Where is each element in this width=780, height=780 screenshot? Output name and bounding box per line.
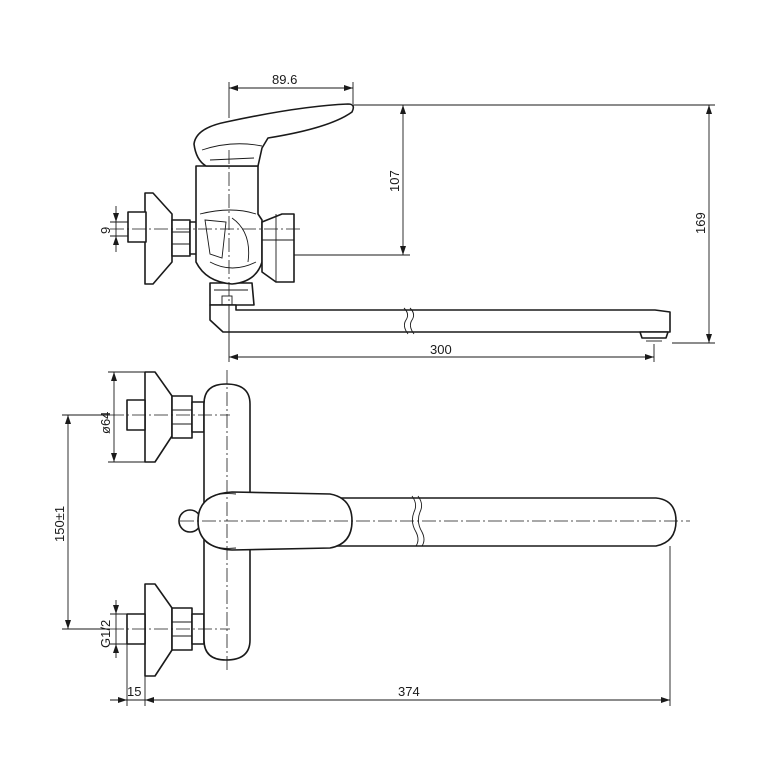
nut-upper [171,395,193,439]
lever-handle-side [193,103,355,167]
dim-offset-15: 15 [127,684,141,699]
spout-plan [299,497,677,547]
spout-aerator-side [639,331,669,339]
dim-total-length: 374 [398,684,420,699]
diverter-knob-side [261,213,295,283]
dim-height-107: 107 [387,170,402,192]
nut-side [171,219,191,257]
dim-handle-offset: 89.6 [272,72,297,87]
dim-thread-size: G1/2 [98,620,113,648]
dim-height-169: 169 [693,212,708,234]
plan-view: ø64 150±1 G1/2 15 374 [52,370,690,706]
wall-flange-side [144,192,173,285]
side-elevation-view: 89.6 107 169 9 300 [98,72,715,362]
spout-side [209,304,671,333]
wall-flange-upper [144,371,173,463]
wall-flange-lower [144,583,173,677]
dim-flange-diameter: ø64 [98,412,113,434]
dim-center-distance: 150±1 [52,506,67,542]
dim-outlet-9: 9 [98,227,113,234]
pipe-stub-side [127,211,147,243]
dim-spout-length: 300 [430,342,452,357]
